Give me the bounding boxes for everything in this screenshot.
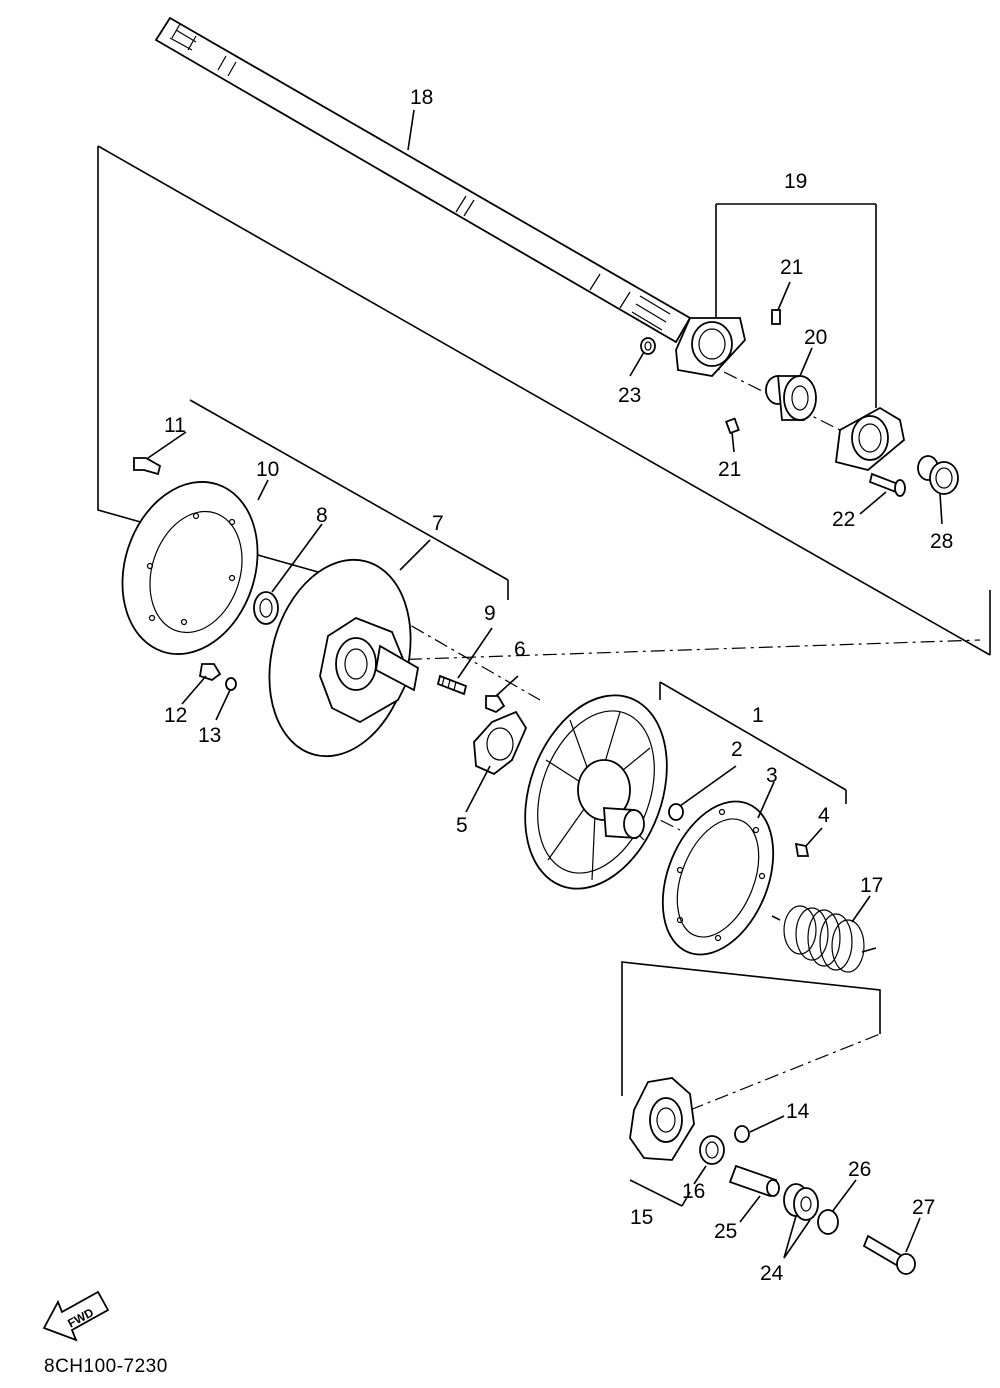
part-13-washer bbox=[225, 677, 237, 691]
callout-7: 7 bbox=[432, 512, 444, 535]
callout-19: 19 bbox=[784, 170, 807, 193]
part-5-gasket bbox=[473, 710, 528, 776]
part-19-bearing-housing-front bbox=[675, 317, 746, 377]
part-17-spring bbox=[771, 905, 877, 973]
callout-8: 8 bbox=[316, 504, 328, 527]
callout-21-bottom: 21 bbox=[718, 458, 741, 481]
part-16-bushing bbox=[699, 1135, 725, 1165]
part-10-plate bbox=[121, 481, 259, 655]
part-20-bearing bbox=[765, 375, 817, 421]
callout-6: 6 bbox=[514, 638, 526, 661]
part-25-sleeve bbox=[728, 1164, 780, 1198]
callout-15: 15 bbox=[630, 1206, 653, 1229]
part-7-sheave bbox=[268, 558, 419, 758]
callout-26: 26 bbox=[848, 1158, 871, 1181]
diagram-code: 8CH100-7230 bbox=[44, 1356, 168, 1377]
part-1-pulley bbox=[524, 694, 668, 890]
part-27-bolt bbox=[862, 1234, 916, 1275]
part-19-bearing-housing-rear bbox=[835, 406, 905, 471]
part-21-set-screw-bottom bbox=[725, 417, 740, 435]
callout-4: 4 bbox=[818, 804, 830, 827]
callout-23: 23 bbox=[618, 384, 641, 407]
callout-3: 3 bbox=[766, 764, 778, 787]
part-24-rollers bbox=[783, 1183, 819, 1221]
part-9-stud bbox=[436, 674, 468, 696]
callout-28: 28 bbox=[930, 530, 953, 553]
part-23-nut bbox=[640, 337, 656, 355]
callout-22: 22 bbox=[832, 508, 855, 531]
callout-20: 20 bbox=[804, 326, 827, 349]
callout-10: 10 bbox=[256, 458, 279, 481]
callout-12: 12 bbox=[164, 704, 187, 727]
part-22-bolt bbox=[868, 472, 906, 497]
callout-13: 13 bbox=[198, 724, 221, 747]
callout-16: 16 bbox=[682, 1180, 705, 1203]
part-6-bolt bbox=[485, 695, 506, 714]
lower-group-boundary bbox=[621, 961, 881, 1111]
callout-11: 11 bbox=[164, 414, 186, 437]
part-11-bolt bbox=[133, 457, 162, 476]
callout-labels: 1 2 3 4 5 6 7 8 9 10 11 12 13 14 15 16 1… bbox=[164, 86, 953, 1285]
fwd-arrow-icon: FWD bbox=[42, 1290, 110, 1342]
part-4-screw bbox=[794, 842, 810, 857]
part-3-plate bbox=[661, 800, 775, 956]
part-14-nut bbox=[734, 1125, 750, 1143]
part-12-bolt bbox=[198, 663, 222, 682]
callout-18: 18 bbox=[410, 86, 433, 109]
callout-14: 14 bbox=[786, 1100, 810, 1123]
callout-27: 27 bbox=[912, 1196, 935, 1219]
callout-2: 2 bbox=[731, 738, 743, 761]
callout-leaders bbox=[147, 109, 943, 1259]
callout-25: 25 bbox=[714, 1220, 737, 1243]
callout-5: 5 bbox=[456, 814, 468, 837]
part-18-shaft bbox=[154, 16, 692, 344]
part-15-cover bbox=[629, 1077, 695, 1161]
callout-24: 24 bbox=[760, 1262, 784, 1285]
callout-1: 1 bbox=[752, 704, 764, 727]
part-2-nut bbox=[668, 803, 684, 821]
part-21-set-screw-top bbox=[771, 309, 781, 325]
part-26-washer bbox=[817, 1209, 839, 1235]
callout-21-top: 21 bbox=[780, 256, 803, 279]
part-8-collar bbox=[253, 591, 279, 625]
callout-9: 9 bbox=[484, 602, 496, 625]
part-28-ring bbox=[917, 455, 959, 495]
callout-17: 17 bbox=[860, 874, 883, 897]
